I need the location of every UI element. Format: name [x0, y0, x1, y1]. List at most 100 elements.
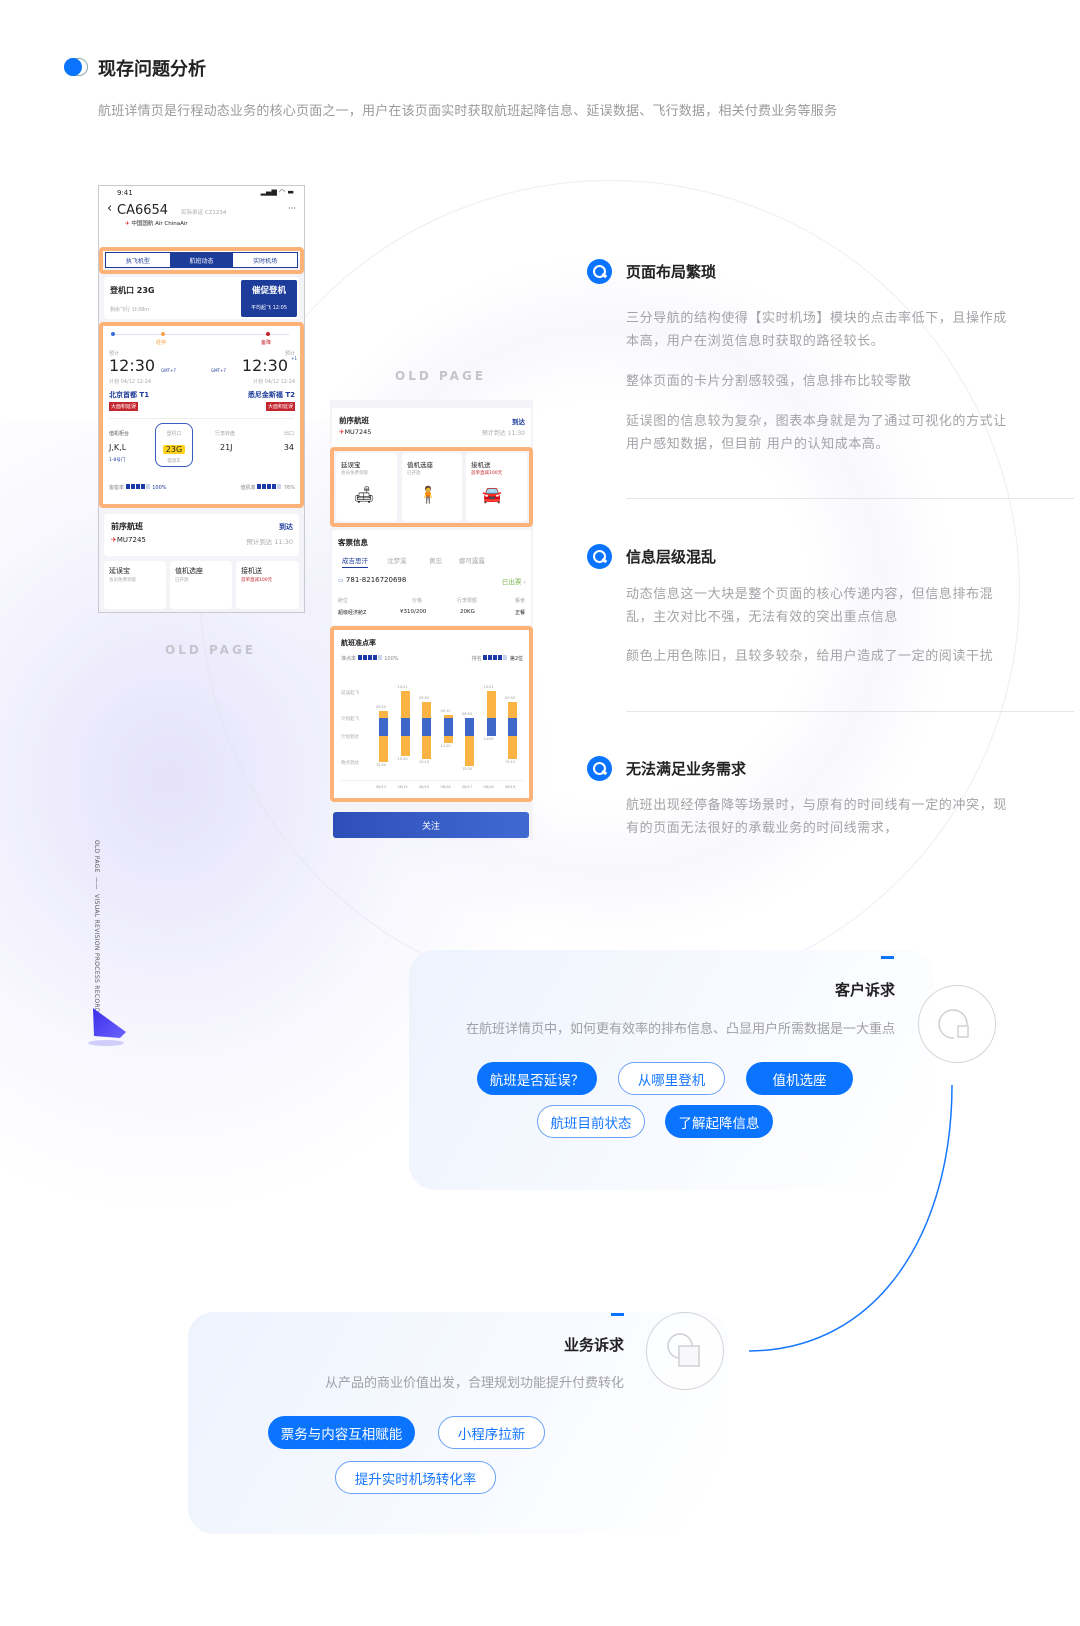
- bar-delay-departure: [400, 691, 410, 718]
- bar-late-arrival: [400, 736, 410, 756]
- remaining-time: 剩余飞行 1h38m: [110, 307, 150, 313]
- issue-paragraph: 三分导航的结构使得【实时机场】模块的点击率低下，且操作成本高，用户在浏览信息时获…: [626, 311, 1007, 349]
- tag-seat-selection[interactable]: 值机选座: [746, 1062, 853, 1095]
- follow-button[interactable]: 关注: [333, 812, 529, 838]
- info-value: 21J: [220, 443, 233, 452]
- service-card-delay[interactable]: 延误宝 会员免费领取 🛋: [336, 453, 397, 521]
- triangle-decoration-icon: [88, 1008, 126, 1046]
- business-demand-title: 业务诉求: [563, 1336, 624, 1354]
- y-label: 计划起飞: [341, 717, 359, 722]
- info-sub: 1-8号门: [109, 458, 126, 463]
- more-icon[interactable]: ···: [288, 204, 296, 213]
- arr-tz: GMT+7: [211, 368, 226, 373]
- issue-paragraph: 整体页面的卡片分割感较强，信息排布比较零散: [626, 374, 912, 389]
- bar-dep-label: 09:50: [505, 695, 516, 700]
- load-factor: 客座率 100%: [109, 484, 167, 491]
- bar-planned: [422, 718, 431, 736]
- y-label: 计划到达: [341, 735, 359, 740]
- passenger-tab[interactable]: 娜可露露: [459, 557, 485, 565]
- tag-flight-delayed[interactable]: 航班是否延误？: [477, 1062, 597, 1095]
- x-tick-label: 08/18: [483, 785, 494, 789]
- section-title: 现存问题分析: [98, 59, 206, 80]
- issue-paragraph: 航班出现经停备降等场景时，与原有的时间线有一定的冲突，现有的页面无法很好的承载业…: [626, 798, 1007, 836]
- issue-title: 无法满足业务需求: [626, 760, 747, 778]
- tag-mini-program[interactable]: 小程序拉新: [438, 1416, 545, 1449]
- bar-dep-label: 09:50: [419, 695, 430, 700]
- service-card-seat[interactable]: 值机选座 已开放 🧍: [402, 453, 462, 521]
- q-icon: [587, 544, 612, 569]
- section-subtitle: 航班详情页是行程动态业务的核心页面之一，用户在该页面实时获取航班起降信息、延误数…: [98, 104, 838, 119]
- ticket-status[interactable]: 已出票 ›: [501, 578, 526, 586]
- dep-time: 12:30: [109, 356, 156, 375]
- y-label: 延误起飞: [341, 691, 359, 696]
- x-tick-label: 08/17: [462, 785, 473, 789]
- q-icon: [587, 259, 612, 284]
- previous-flight-card[interactable]: 前序航班 ✈MU7245 到达 预计到达 11:30: [332, 408, 531, 448]
- bar-dep-label: 09:20: [376, 705, 387, 710]
- tab-bar: 执飞机型 航班动态 实时机场: [105, 252, 298, 268]
- bar-delay-departure: [422, 701, 431, 718]
- ticket-info-card: 客票信息 成吉思汗 沈梦溪 黄忠 娜可露露 ▭ 781-8216720698 已…: [332, 530, 531, 625]
- bar-arr-label: 15:30: [462, 766, 473, 771]
- arr-time: 12:30: [241, 356, 288, 375]
- q-icon: [587, 756, 612, 781]
- passenger-tab[interactable]: 成吉思汗: [342, 555, 368, 568]
- flight-dynamics-card: 经停 备降 预计 12:30 GMT+7 计划 04/12 12:24 北京首都…: [103, 326, 300, 504]
- bar-arr-label: 15:20: [376, 763, 387, 768]
- service-card-transfer[interactable]: 接机送 首单直减100元: [236, 561, 299, 609]
- info-label: 行李转盘: [215, 431, 236, 437]
- tag-airport-conversion[interactable]: 提升实时机场转化率: [335, 1461, 496, 1494]
- bar-planned: [379, 718, 388, 736]
- customer-circle-icon: [918, 985, 996, 1063]
- business-circle-icon: [646, 1312, 724, 1390]
- bar-planned: [465, 718, 474, 736]
- bar-planned: [486, 718, 496, 736]
- x-tick-label: 08/19: [505, 785, 516, 789]
- business-demand-desc: 从产品的商业价值出发，合理规划功能提升付费转化: [324, 1376, 624, 1391]
- tab-flight-status[interactable]: 航班动态: [169, 253, 234, 267]
- tag-takeoff-landing[interactable]: 了解起降信息: [665, 1105, 773, 1138]
- gate-highlight: 登机口 23G 摆渡车: [155, 423, 193, 467]
- info-value: 34: [283, 443, 294, 452]
- flight-number: CA6654: [117, 203, 169, 218]
- info-label: 出口: [283, 431, 294, 437]
- urge-boarding-button[interactable]: 催促登机 平均起飞 12:05: [241, 280, 297, 317]
- tab-airport[interactable]: 实时机场: [253, 257, 278, 265]
- service-card-seat[interactable]: 值机选座 已开放: [170, 561, 232, 609]
- y-label: 晚点到达: [341, 761, 359, 766]
- airline: ✈ 中国国航 Air ChinaAir: [125, 221, 188, 227]
- back-icon[interactable]: ‹: [107, 201, 113, 216]
- bar-arr-label: 15:10: [505, 760, 516, 765]
- tab-aircraft[interactable]: 执飞机型: [125, 257, 150, 265]
- delay-badge: 大面积延误: [109, 402, 139, 411]
- tag-flight-status[interactable]: 航班目前状态: [537, 1105, 645, 1138]
- operator: 实际承运 CZ1234: [181, 210, 227, 216]
- service-card-transfer[interactable]: 接机送 首单直减100元 🚘: [466, 453, 527, 521]
- bar-arr-label: 15:00: [397, 756, 408, 761]
- side-label: OLD PAGE —— VISUAL REVISION PROCESS RECO…: [93, 840, 100, 1013]
- issue-paragraph: 颜色上用色陈旧，且较多较杂，给用户造成了一定的阅读干扰: [626, 649, 994, 664]
- bar-late-arrival: [422, 736, 431, 760]
- bar-late-arrival: [508, 736, 517, 760]
- delay-badge: 大面积延误: [265, 402, 295, 411]
- tag-where-board[interactable]: 从哪里登机: [618, 1062, 725, 1095]
- bar-dep-label: 10:21: [397, 685, 408, 690]
- bar-delay-departure: [443, 714, 453, 718]
- issue-title: 页面布局繁琐: [626, 263, 717, 281]
- bar-delay-departure: [508, 701, 517, 718]
- previous-flight-card[interactable]: 前序航班 ✈MU7245 到达 预计到达 11:30: [104, 514, 299, 556]
- arr-plus: +1: [291, 356, 297, 361]
- gate-card: 登机口 23G 剩余飞行 1h38m 催促登机 平均起飞 12:05: [104, 277, 299, 319]
- issue-paragraph: 延误图的信息较为复杂，图表本身就是为了通过可视化的方式让用户感知数据，但目前 用…: [626, 414, 1007, 452]
- arr-plan: 计划 04/12 12:24: [253, 379, 295, 385]
- bar-planned: [443, 718, 453, 736]
- dep-airport: 北京首都 T1: [109, 391, 150, 399]
- ticket-number: 781-8216720698: [345, 576, 407, 584]
- bar-arr-label: 14:20: [440, 743, 451, 748]
- old-page-screenshot-2: 前序航班 ✈MU7245 到达 预计到达 11:30 延误宝 会员免费领取 🛋 …: [330, 400, 533, 840]
- bar-late-arrival: [379, 736, 388, 763]
- passenger-tab[interactable]: 沈梦溪: [387, 557, 407, 565]
- tag-ticket-content[interactable]: 票务与内容互相赋能: [268, 1416, 415, 1449]
- service-card-delay[interactable]: 延误宝 会员免费领取: [104, 561, 166, 609]
- passenger-tab[interactable]: 黄忠: [429, 557, 442, 565]
